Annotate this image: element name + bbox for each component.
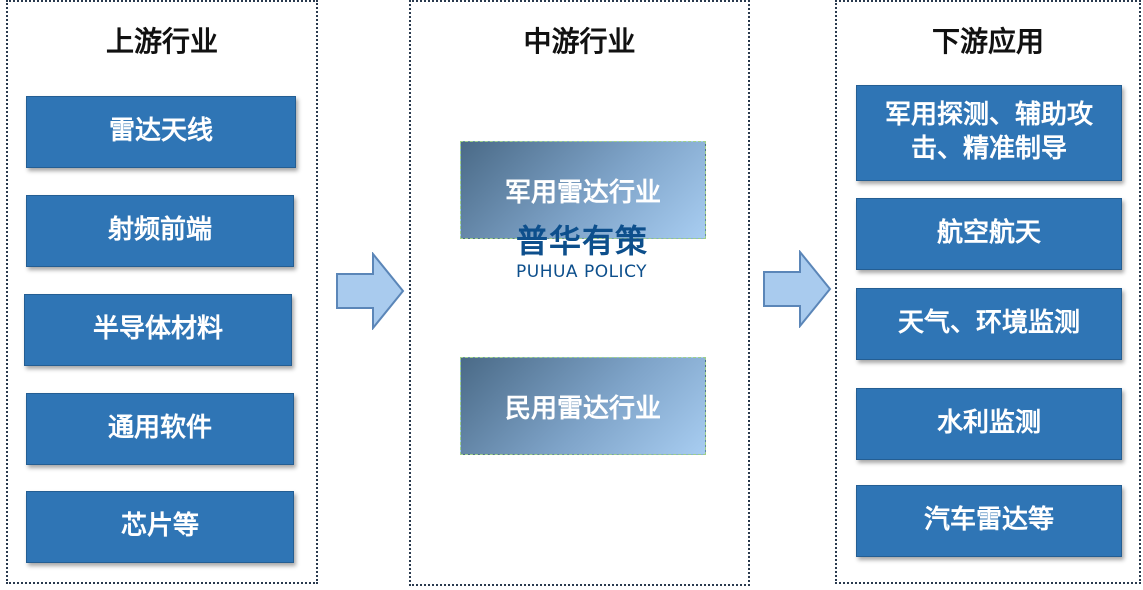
downstream-item-aerospace: 航空航天 [856,198,1122,270]
flow-arrow-right-icon [763,250,832,328]
downstream-panel: 下游应用 军用探测、辅助攻击、精准制导 航空航天 天气、环境监测 水利监测 汽车… [835,0,1141,584]
upstream-title: 上游行业 [105,25,218,58]
watermark-logo-cn: 普华有策 [516,222,649,260]
upstream-item-semiconductor: 半导体材料 [24,294,292,366]
downstream-item-military-detection: 军用探测、辅助攻击、精准制导 [856,85,1122,181]
downstream-title: 下游应用 [931,25,1044,58]
midstream-panel: 中游行业 军用雷达行业 民用雷达行业 [409,0,750,586]
downstream-item-weather-environment: 天气、环境监测 [856,288,1122,360]
upstream-panel: 上游行业 雷达天线 射频前端 半导体材料 通用软件 芯片等 [6,0,318,584]
watermark-logo-en: PUHUA POLICY [516,262,648,282]
midstream-item-military-radar: 军用雷达行业 [460,141,706,239]
flow-arrow-right-icon [336,252,405,330]
midstream-item-civil-radar: 民用雷达行业 [460,357,706,455]
upstream-item-antenna: 雷达天线 [26,96,296,168]
upstream-item-software: 通用软件 [26,393,294,465]
downstream-item-automotive-radar: 汽车雷达等 [856,485,1122,557]
upstream-item-rf-frontend: 射频前端 [26,195,294,267]
midstream-title: 中游行业 [523,25,636,58]
upstream-item-chips: 芯片等 [26,491,294,563]
downstream-item-water-monitoring: 水利监测 [856,388,1122,460]
